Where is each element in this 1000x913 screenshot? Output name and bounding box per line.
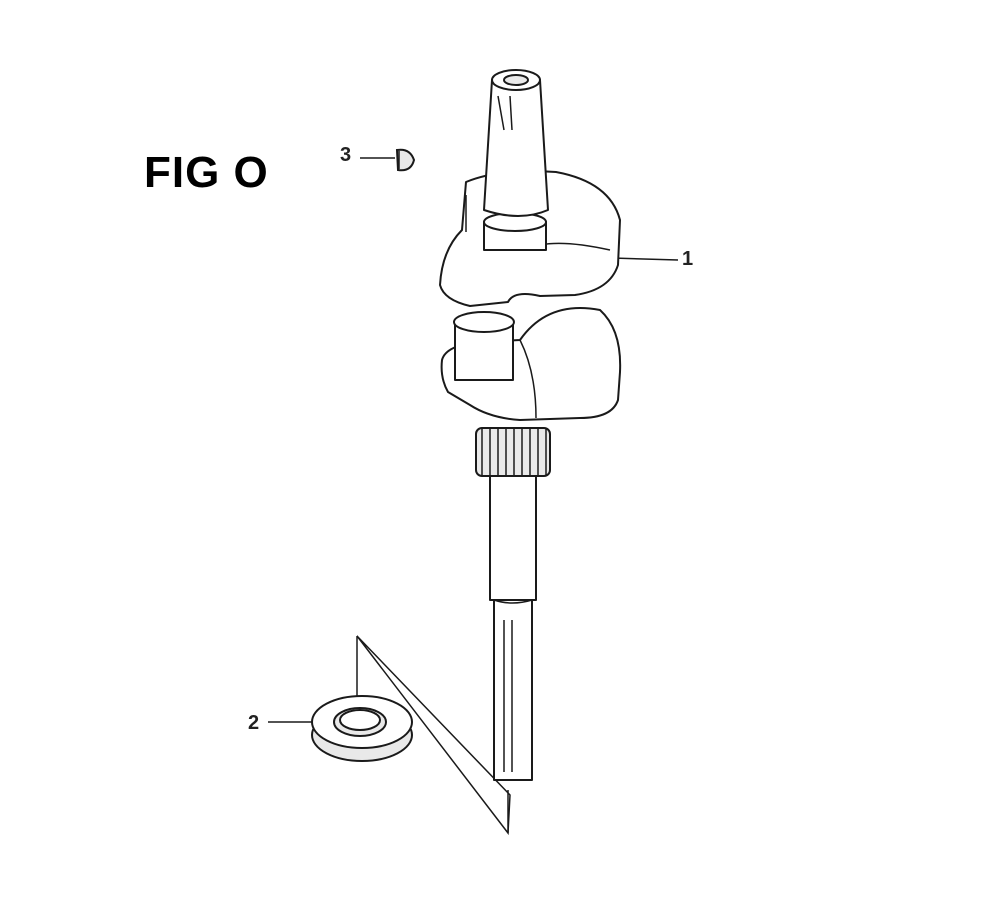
callout-3-label: 3	[340, 144, 352, 166]
woodruff-key-part-3	[395, 148, 416, 172]
assembly-indicator-lines	[356, 635, 511, 836]
callout-2-label: 2	[248, 712, 260, 734]
oil-seal-part-2	[311, 695, 413, 762]
crankshaft-part-1	[439, 69, 622, 781]
leader-line-1	[611, 257, 679, 261]
figure-title: FIG O	[144, 148, 269, 197]
callout-1-label: 1	[682, 248, 694, 270]
